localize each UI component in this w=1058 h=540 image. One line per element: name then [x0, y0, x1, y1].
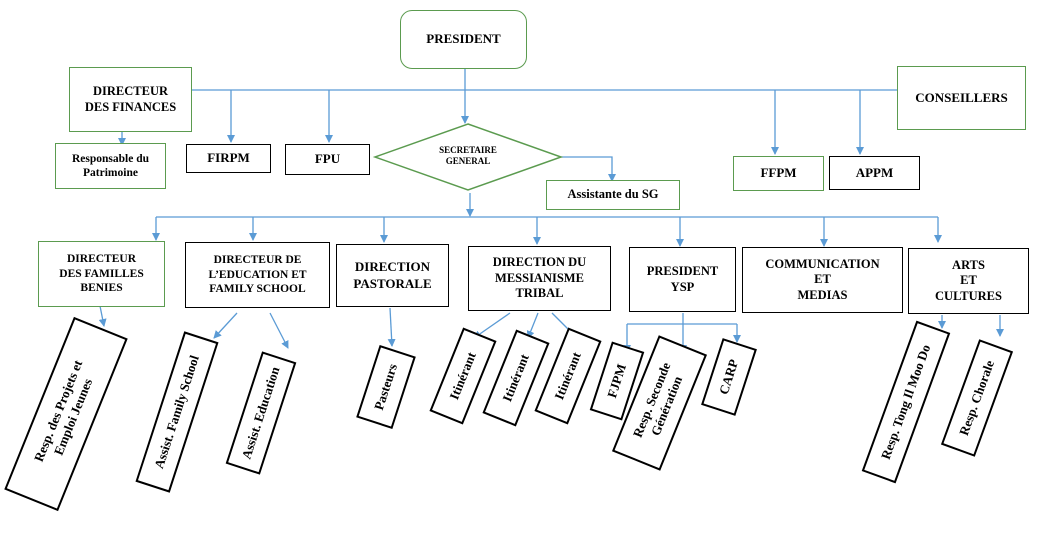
education-director-box: DIRECTEUR DE L’EDUCATION ET FAMILY SCHOO…: [185, 242, 330, 308]
messianisme-direction-box: DIRECTION DU MESSIANISME TRIBAL: [468, 246, 611, 311]
appm-box: APPM: [829, 156, 920, 190]
patrimoine-box: Responsable du Patrimoine: [55, 143, 166, 189]
familles-director-box: DIRECTEUR DES FAMILLES BENIES: [38, 241, 165, 307]
arts-cultures-box: ARTS ET CULTURES: [908, 248, 1029, 314]
secretaire-label: SECRETAIRE GENERAL: [439, 145, 497, 166]
president-box: PRESIDENT: [400, 10, 527, 69]
conseillers-box: CONSEILLERS: [897, 66, 1026, 130]
assistante-sg-box: Assistante du SG: [546, 180, 680, 210]
pastorale-direction-box: DIRECTION PASTORALE: [336, 244, 449, 307]
fpu-box: FPU: [285, 144, 370, 175]
secretaire-diamond: [372, 123, 564, 191]
ffpm-box: FFPM: [733, 156, 824, 191]
finances-director-box: DIRECTEUR DES FINANCES: [69, 67, 192, 132]
president-ysp-box: PRESIDENT YSP: [629, 247, 736, 312]
firpm-box: FIRPM: [186, 144, 271, 173]
communication-box: COMMUNICATION ET MEDIAS: [742, 247, 903, 313]
